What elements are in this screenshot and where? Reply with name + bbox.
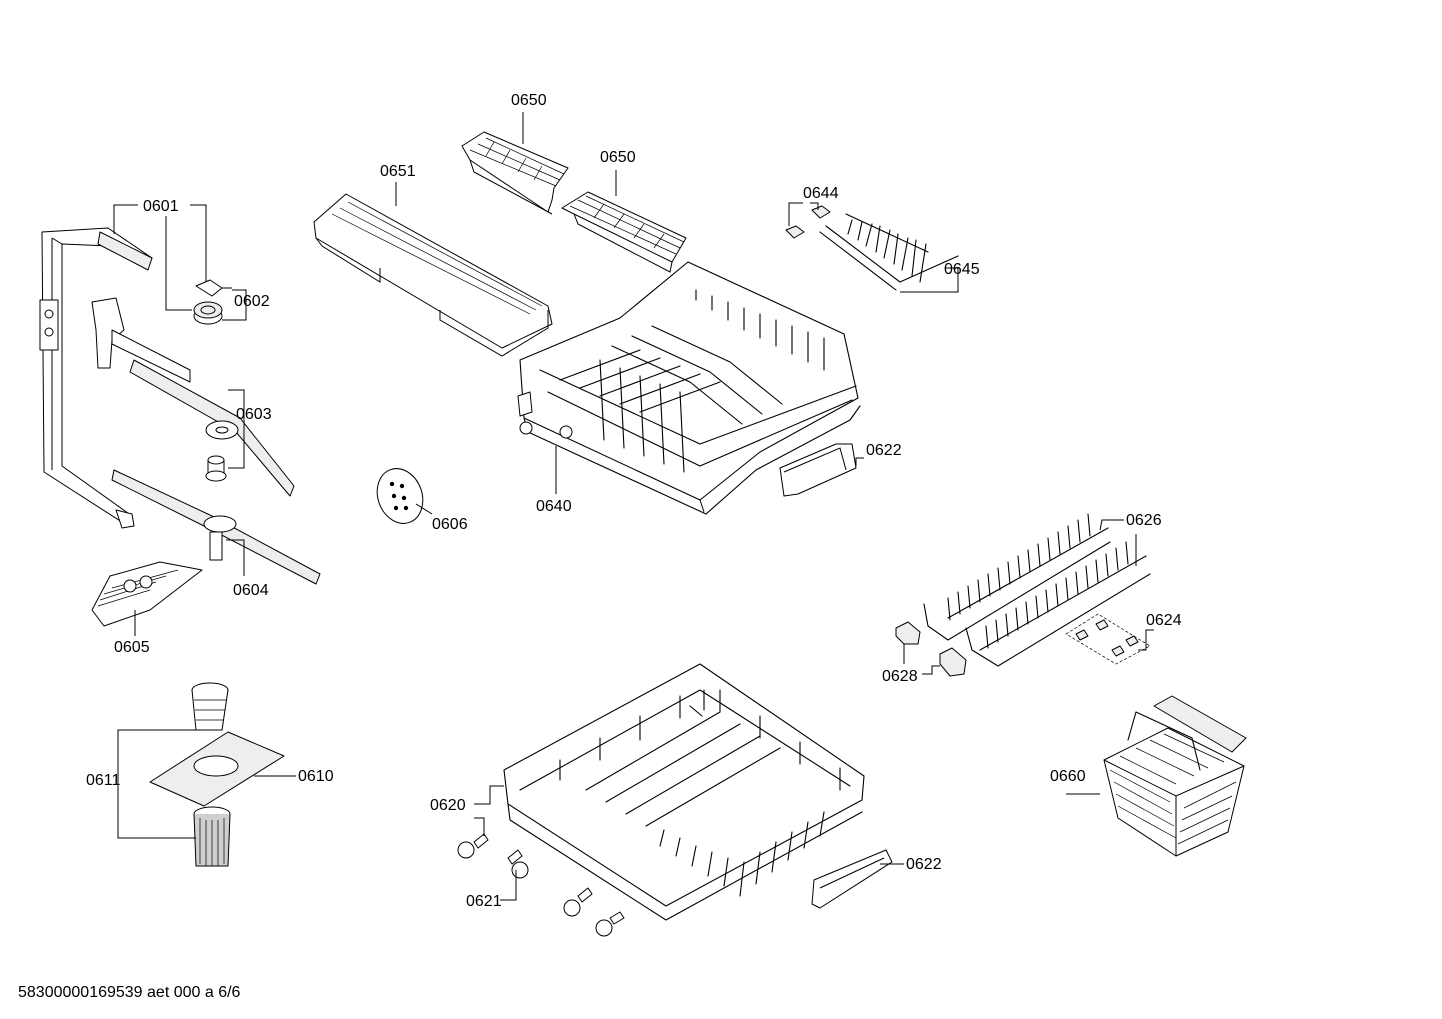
- wheels-0621: [457, 833, 625, 937]
- label-0640: 0640: [536, 498, 572, 515]
- cutlery-tray-0651: [313, 193, 553, 357]
- hinges-0628: [895, 621, 967, 677]
- label-0645: 0645: [944, 261, 980, 278]
- filter-cover-0605: [91, 561, 203, 627]
- handle-0622-upper: [779, 443, 857, 497]
- upper-basket-0640: [517, 261, 861, 515]
- label-0610: 0610: [298, 768, 334, 785]
- label-0624: 0624: [1146, 612, 1182, 629]
- label-0660: 0660: [1050, 768, 1086, 785]
- label-0626: 0626: [1126, 512, 1162, 529]
- nut-0602: [193, 279, 223, 325]
- label-0622-lower: 0622: [906, 856, 942, 873]
- label-0606: 0606: [432, 516, 468, 533]
- cutlery-tray-0650-top: [461, 131, 569, 215]
- cutlery-basket-0660: [1103, 695, 1247, 857]
- label-0622-upper: 0622: [866, 442, 902, 459]
- tine-rows-0626: [923, 513, 1151, 667]
- clips-0644: [785, 205, 831, 239]
- part-labels: 0650 0650 0651 0644 0645 0601 0602 0603 …: [86, 92, 1182, 910]
- disc-0606: [376, 468, 424, 524]
- cutlery-tray-0650-middle: [561, 191, 687, 273]
- label-0605: 0605: [114, 639, 150, 656]
- clip-set-0624: [1065, 613, 1151, 665]
- label-0650-top: 0650: [511, 92, 547, 109]
- filter-assembly-0610-0611: [149, 682, 285, 867]
- folding-rack-0645: [819, 213, 959, 291]
- label-0644: 0644: [803, 185, 839, 202]
- label-0602: 0602: [234, 293, 270, 310]
- upper-spray-arm-0603: [91, 297, 295, 497]
- label-0604: 0604: [233, 582, 269, 599]
- lower-spray-arm-0604: [111, 469, 321, 585]
- leader-lines: [113, 112, 1154, 901]
- label-0620: 0620: [430, 797, 466, 814]
- spray-pipe-0601: [39, 227, 153, 529]
- label-0611: 0611: [86, 772, 121, 789]
- label-0628: 0628: [882, 668, 918, 685]
- label-0621: 0621: [466, 893, 502, 910]
- label-0650-middle: 0650: [600, 149, 636, 166]
- label-0603: 0603: [236, 406, 272, 423]
- document-code: 58300000169539 aet 000 a 6/6: [18, 984, 241, 1001]
- handle-0622-lower: [811, 849, 893, 909]
- label-0601: 0601: [143, 198, 179, 215]
- label-0651: 0651: [380, 163, 416, 180]
- lower-basket-0620: [503, 663, 865, 921]
